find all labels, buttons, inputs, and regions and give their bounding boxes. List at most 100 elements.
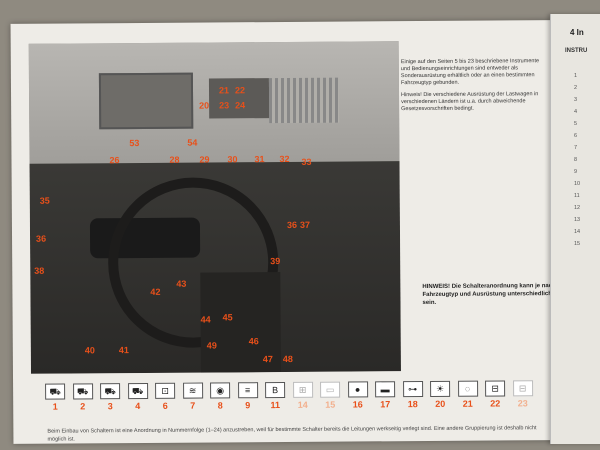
callout-label: 40: [84, 345, 95, 356]
callout-label: 23: [219, 100, 230, 111]
callout-label: 48: [282, 353, 293, 364]
switch-number: 18: [407, 399, 418, 410]
switch-icon: B: [265, 381, 286, 399]
switch-item: ⊡6: [155, 382, 176, 411]
switch-item: ⊞14: [292, 381, 313, 410]
switch-item: ≡9: [237, 382, 258, 411]
callout-label: 54: [187, 137, 198, 148]
right-page-list-item: 15: [574, 241, 581, 247]
switch-icon: ▬: [375, 381, 396, 398]
switch-number: 17: [380, 399, 391, 410]
switch-number: 3: [107, 401, 113, 412]
callout-label: 47: [262, 354, 273, 365]
right-page-list-item: 3: [574, 97, 578, 103]
switch-icon: ◉: [210, 382, 231, 399]
switch-icon: ⊶: [402, 381, 423, 398]
callout-label: 33: [301, 156, 312, 167]
callout-label: 43: [176, 278, 187, 289]
overhead-compartment: [98, 72, 194, 130]
speaker-grille: [268, 77, 340, 124]
callout-label: 30: [227, 154, 238, 165]
info-text: Einige auf den Seiten 5 bis 23 beschrieb…: [401, 58, 541, 118]
switch-number: 8: [217, 400, 223, 411]
switch-icon: ⊞: [292, 381, 313, 398]
hinweis-note: HINWEIS! Die Schalteranordnung kann je n…: [422, 283, 556, 307]
switch-item: ⛟4: [127, 382, 148, 412]
cab-photo: 53 54 20 21 22 23 24 26 28 29 30 31 32 3…: [28, 41, 401, 374]
right-page-list-item: 12: [574, 205, 581, 211]
switch-item: ⛟1: [45, 383, 66, 412]
callout-label: 39: [270, 256, 281, 267]
switch-icon: ⊡: [155, 382, 176, 399]
switch-number: 20: [435, 398, 446, 409]
callout-label: 32: [279, 153, 290, 165]
switch-icon: ⛟: [127, 382, 148, 400]
switch-number: 7: [190, 400, 196, 411]
right-page-list-item: 11: [574, 193, 580, 199]
callout-label: 35: [39, 195, 50, 206]
switch-item: ▬17: [375, 381, 396, 410]
switch-number: 15: [325, 399, 336, 410]
switch-number: 14: [297, 399, 308, 410]
switch-item: ≋7: [182, 382, 203, 411]
switch-icon: ≡: [237, 382, 258, 399]
callout-label: 31: [254, 154, 265, 165]
right-page-list-item: 6: [574, 133, 578, 139]
right-page-list-item: 5: [574, 121, 578, 127]
switch-item: ⊟23: [512, 380, 533, 409]
switch-icon: ▭: [320, 381, 341, 398]
switch-icon: ●: [347, 381, 368, 398]
callout-label: 46: [248, 336, 259, 347]
switch-item: ⛟3: [100, 383, 121, 412]
switch-number: 16: [352, 399, 363, 410]
right-page-title: 4 In: [570, 28, 584, 37]
callout-label: 29: [199, 154, 210, 165]
callout-label: 45: [222, 312, 233, 323]
switch-icon: ◌: [457, 380, 478, 397]
switch-icon: ⊟: [512, 380, 533, 397]
switch-number: 4: [135, 400, 141, 412]
info-paragraph: Hinweis! Die verschiedene Ausrüstung der…: [401, 91, 539, 113]
switch-icon: ⛟: [45, 383, 66, 400]
switch-icon: ⛟: [100, 383, 121, 400]
switch-item: ⊟22: [485, 380, 506, 409]
switch-number: 11: [270, 400, 280, 411]
right-page-list-item: 2: [574, 85, 578, 91]
switch-item: ⛟2: [72, 383, 93, 411]
switch-icon: ⊟: [485, 380, 506, 397]
right-page-list-item: 14: [574, 229, 581, 235]
switch-icon: ⛟: [72, 383, 93, 400]
callout-label: 36: [286, 219, 298, 230]
callout-label: 21: [218, 85, 230, 96]
right-page: [550, 14, 600, 444]
right-page-subtitle: INSTRU: [565, 48, 588, 54]
switch-item: ☀20: [430, 380, 451, 409]
switch-number: 23: [517, 398, 528, 409]
switch-icon: ≋: [182, 382, 203, 399]
switch-item: ◌21: [457, 380, 478, 409]
footnote: Beim Einbau von Schaltern ist eine Anord…: [47, 425, 537, 443]
callout-label: 42: [150, 286, 161, 297]
switch-number: 1: [52, 401, 58, 412]
callout-label: 41: [118, 345, 129, 356]
callout-label: 38: [34, 265, 45, 276]
right-page-list-item: 1: [574, 73, 578, 79]
callout-label: 37: [299, 219, 311, 230]
callout-label: 49: [206, 340, 217, 351]
right-page-list-item: 10: [574, 181, 581, 187]
right-page-list-item: 13: [574, 217, 581, 223]
callout-label: 24: [235, 100, 246, 111]
right-page-list-item: 8: [574, 157, 578, 163]
switch-item: ●16: [347, 381, 368, 410]
info-paragraph: Einige auf den Seiten 5 bis 23 beschrieb…: [400, 58, 540, 87]
callout-label: 22: [234, 85, 246, 96]
left-page: 53 54 20 21 22 23 24 26 28 29 30 31 32 3…: [10, 20, 556, 444]
callout-label: 20: [199, 100, 210, 111]
switch-item: ⊶18: [402, 381, 423, 410]
switch-icon: ☀: [430, 380, 451, 397]
switch-item: ▭15: [320, 381, 341, 410]
switch-number: 9: [245, 400, 251, 411]
